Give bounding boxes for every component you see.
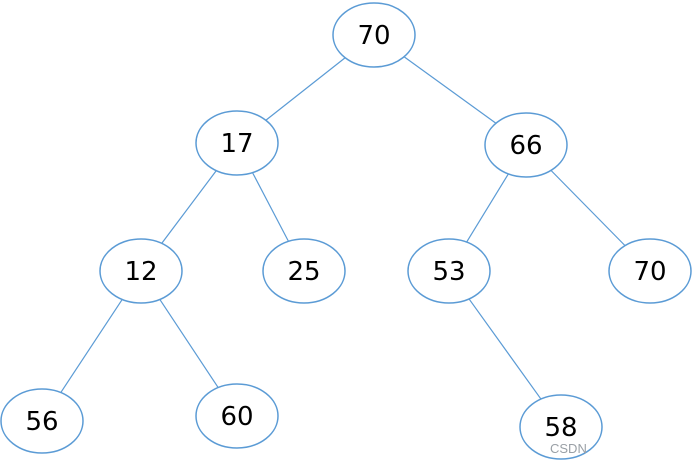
node-ellipse	[519, 394, 603, 460]
node-value: 60	[220, 402, 253, 432]
tree-edge-n3-n8	[159, 299, 219, 388]
tree-edge-n5-n9	[468, 298, 542, 400]
watermark: CSDN	[550, 441, 587, 456]
node-ellipse	[608, 238, 692, 304]
tree-edge-n0-n2	[403, 56, 497, 124]
node-value: 12	[124, 257, 157, 287]
tree-edge-n0-n1	[265, 57, 346, 121]
tree-edge-n2-n5	[466, 173, 509, 243]
tree-node-n3: 12	[99, 238, 183, 304]
tree-edge-n1-n3	[161, 170, 217, 244]
tree-node-n5: 53	[407, 238, 491, 304]
node-ellipse	[99, 238, 183, 304]
node-value: 58	[544, 413, 577, 443]
node-value: 25	[287, 257, 320, 287]
tree-node-n4: 25	[262, 238, 346, 304]
tree-node-n0: 70	[332, 2, 416, 68]
node-value: 17	[220, 129, 253, 159]
node-value: 70	[357, 21, 390, 51]
node-ellipse	[0, 388, 84, 454]
tree-edges	[60, 56, 626, 400]
node-ellipse	[195, 110, 279, 176]
node-value: 56	[25, 407, 58, 437]
node-ellipse	[262, 238, 346, 304]
node-value: 53	[432, 257, 465, 287]
tree-node-n6: 70	[608, 238, 692, 304]
node-value: 66	[509, 131, 542, 161]
node-ellipse	[195, 383, 279, 449]
tree-node-n8: 60	[195, 383, 279, 449]
node-ellipse	[407, 238, 491, 304]
tree-node-n1: 17	[195, 110, 279, 176]
node-value: 70	[633, 257, 666, 287]
tree-edge-n1-n4	[251, 172, 290, 242]
tree-node-n2: 66	[484, 112, 568, 178]
tree-node-n9: 58	[519, 394, 603, 460]
tree-edge-n3-n7	[60, 299, 123, 393]
node-ellipse	[332, 2, 416, 68]
tree-node-n7: 56	[0, 388, 84, 454]
node-ellipse	[484, 112, 568, 178]
tree-edge-n2-n6	[550, 169, 626, 247]
